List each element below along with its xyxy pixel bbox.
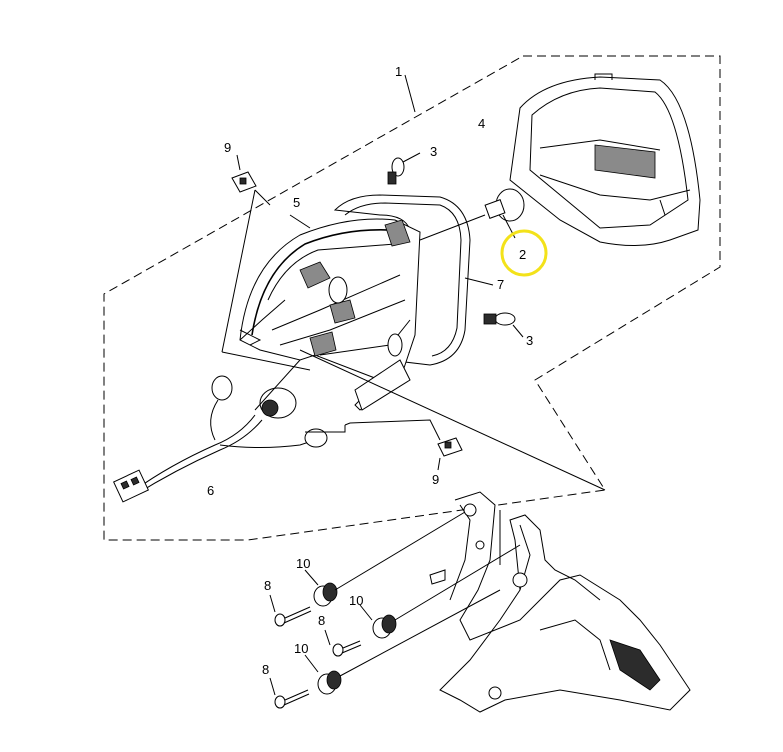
- grommet-part-10-bottom[interactable]: [317, 670, 342, 695]
- wiring-harness-part-6[interactable]: [112, 359, 328, 503]
- callout-4[interactable]: 4: [478, 116, 485, 131]
- clip-part-9-bottom[interactable]: [437, 437, 463, 471]
- screw-part-8-top[interactable]: [274, 606, 312, 627]
- callout-9-bottom[interactable]: 9: [432, 472, 439, 487]
- callout-3-top[interactable]: 3: [430, 144, 437, 159]
- callout-8-bottom[interactable]: 8: [262, 662, 269, 677]
- callout-6[interactable]: 6: [207, 483, 214, 498]
- callout-5[interactable]: 5: [293, 195, 300, 210]
- lens-cover-part-4[interactable]: [509, 73, 701, 247]
- callout-10-bottom[interactable]: 10: [294, 641, 308, 656]
- callout-2[interactable]: 2: [519, 247, 526, 262]
- callout-3-right[interactable]: 3: [526, 333, 533, 348]
- highlight-circle: [500, 229, 548, 277]
- screw-part-8-bottom[interactable]: [274, 689, 310, 709]
- callout-8-top[interactable]: 8: [264, 578, 271, 593]
- callout-1[interactable]: 1: [395, 64, 402, 79]
- reflector-part-5[interactable]: [239, 218, 421, 411]
- callout-10-top[interactable]: 10: [296, 556, 310, 571]
- grommet-part-10-top[interactable]: [313, 582, 338, 607]
- fastener-alignment-lines: [269, 511, 521, 696]
- bulb-part-3-right[interactable]: [483, 312, 524, 338]
- leader-lines: [221, 74, 606, 491]
- bulb-part-3-top[interactable]: [387, 152, 421, 185]
- grommet-part-10-middle[interactable]: [372, 614, 397, 639]
- callout-7[interactable]: 7: [497, 277, 504, 292]
- callout-10-middle[interactable]: 10: [349, 593, 363, 608]
- screw-part-8-middle[interactable]: [332, 640, 362, 657]
- callout-8-middle[interactable]: 8: [318, 613, 325, 628]
- callout-9-top[interactable]: 9: [224, 140, 231, 155]
- rear-frame-bracket[interactable]: [429, 491, 691, 713]
- clip-part-9-top[interactable]: [231, 154, 257, 193]
- assembly-boundary: [103, 55, 721, 541]
- housing-part-7[interactable]: [333, 194, 471, 366]
